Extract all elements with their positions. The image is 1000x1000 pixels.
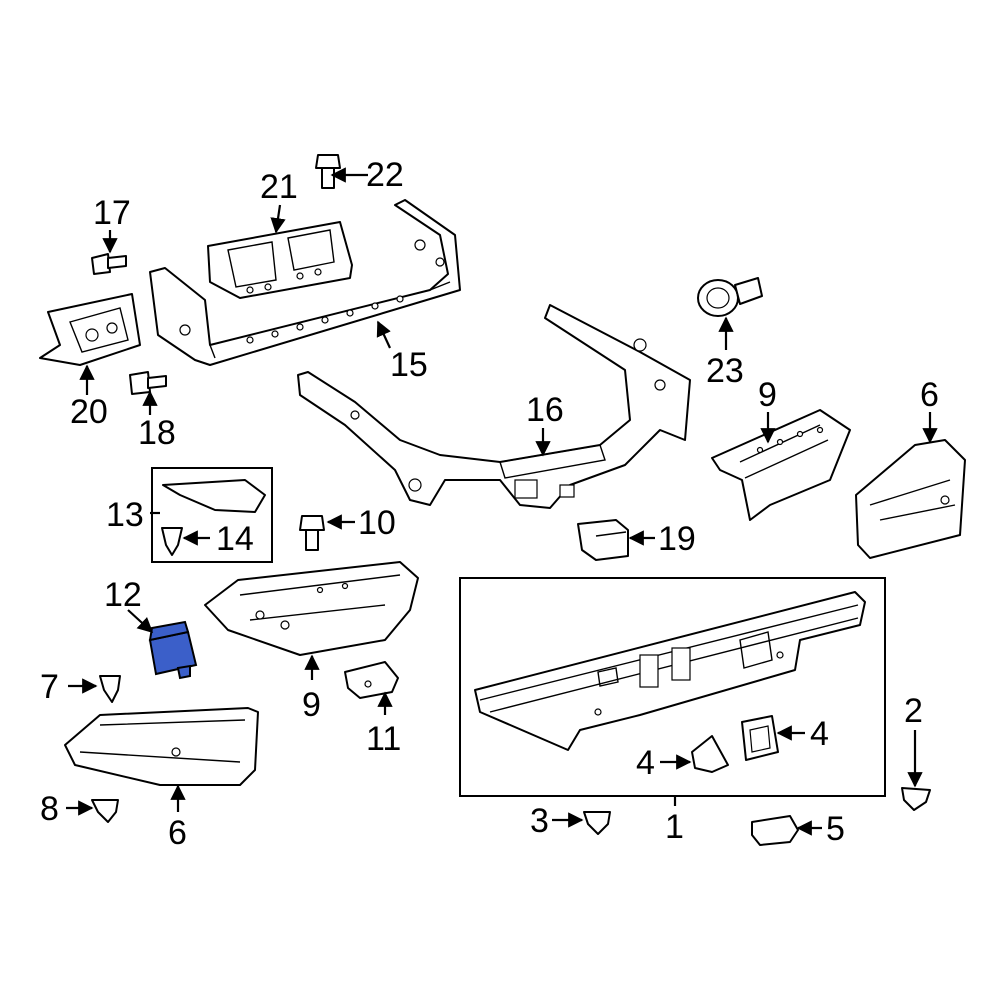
part-2-clip[interactable]: [901, 787, 931, 811]
part-8-clip[interactable]: [91, 799, 119, 823]
part-17-bolt[interactable]: [91, 253, 127, 275]
callout-2: 2: [904, 692, 923, 730]
part-20-bracket[interactable]: [39, 293, 141, 366]
part-16-hitch-receiver[interactable]: [297, 304, 691, 509]
part-5-plug[interactable]: [751, 815, 799, 846]
callout-4-left: 4: [636, 744, 655, 782]
leader-lines: [66, 167, 938, 836]
part-21-mounting-plate[interactable]: [207, 221, 353, 299]
part-1-group-box: [459, 577, 886, 797]
callout-11: 11: [366, 720, 401, 758]
callout-10: 10: [358, 504, 396, 542]
part-19-receiver-cover[interactable]: [577, 519, 629, 561]
callout-21: 21: [260, 168, 298, 206]
part-18-bolt[interactable]: [129, 371, 167, 395]
part-14-clip[interactable]: [161, 527, 183, 556]
callout-6-left: 6: [168, 814, 187, 852]
part-12-module-highlighted[interactable]: [148, 620, 198, 680]
callout-12: 12: [104, 576, 142, 614]
callout-22: 22: [366, 156, 404, 194]
part-4-bracket-right[interactable]: [741, 715, 779, 761]
callout-4-right: 4: [810, 715, 829, 753]
callout-17: 17: [93, 194, 131, 232]
callout-numbers: 21 22 17 15 20 18 16 23 9 6 13 14 10 19 …: [40, 156, 939, 852]
callout-7: 7: [40, 668, 59, 706]
part-15-crossmember[interactable]: [149, 199, 461, 366]
callout-19: 19: [658, 520, 696, 558]
callout-6-right: 6: [920, 376, 939, 414]
part-1-rear-step-bumper[interactable]: [474, 591, 866, 751]
part-4-bracket-left[interactable]: [691, 735, 729, 773]
callout-13: 13: [106, 496, 144, 534]
part-13-group-box: [151, 467, 273, 563]
part-6-left-bumper-end[interactable]: [64, 707, 259, 786]
part-13-bracket[interactable]: [162, 479, 266, 513]
callout-3: 3: [530, 802, 549, 840]
part-10-bolt[interactable]: [299, 515, 325, 551]
part-11-bracket[interactable]: [344, 661, 399, 699]
callout-23: 23: [706, 352, 744, 390]
part-9-right-bracket[interactable]: [711, 409, 851, 521]
callout-9-left: 9: [302, 686, 321, 724]
part-9-left-bracket[interactable]: [204, 561, 419, 656]
callout-5: 5: [826, 810, 845, 848]
callout-9-right: 9: [758, 376, 777, 414]
part-3-clip[interactable]: [583, 811, 611, 835]
callout-16: 16: [526, 391, 564, 429]
part-23-sensor[interactable]: [697, 277, 763, 317]
callout-18: 18: [138, 414, 176, 452]
part-6-right-bumper-end[interactable]: [855, 439, 966, 559]
callout-15: 15: [390, 346, 428, 384]
part-22-bolt[interactable]: [315, 154, 341, 189]
callout-1: 1: [665, 808, 684, 846]
part-7-clip[interactable]: [99, 675, 121, 703]
callout-14: 14: [216, 520, 254, 558]
callout-8: 8: [40, 790, 59, 828]
callout-20: 20: [70, 393, 108, 431]
